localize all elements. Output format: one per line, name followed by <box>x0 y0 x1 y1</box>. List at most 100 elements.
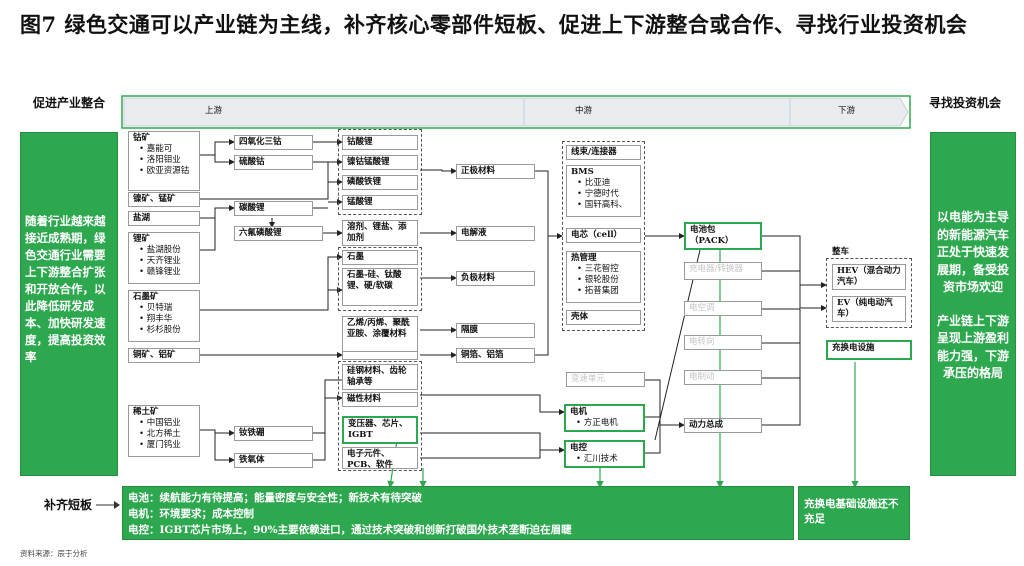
charging-shortage-panel: 充换电基础设施还不充足 <box>798 486 910 540</box>
graphite-material: 石墨 <box>342 250 418 265</box>
silicon-steel: 硅钢材料、齿轮轴承等 <box>342 364 418 390</box>
right-panel: 以电能为主导的新能源汽车正处于快速发展期，备受投资市场欢迎 产业链上下游呈现上游… <box>930 132 1016 476</box>
list-item: 厦门钨业 <box>146 440 181 450</box>
battery-pack-line1: 电池包 <box>690 225 716 235</box>
controller-box: 电控 • 汇川技术 <box>564 440 645 468</box>
electrolyte: 电解液 <box>456 226 535 241</box>
list-item: 嘉能可 <box>146 144 173 154</box>
controller-title: 电控 <box>570 443 588 453</box>
shell: 壳体 <box>566 310 641 325</box>
electric-ac: 电空调 <box>684 301 762 316</box>
vehicle-title: 整车 <box>832 247 850 257</box>
copper-aluminum-mine: 铜矿、铝矿 <box>128 348 200 363</box>
magnetic-material: 磁性材料 <box>342 392 418 407</box>
cathode-material: 正极材料 <box>456 164 535 179</box>
list-item: 方正电机 <box>583 418 618 428</box>
band-midstream: 中游 <box>575 106 593 116</box>
list-item: 杉杉股份 <box>146 325 181 335</box>
rare-earth-mine-title: 稀土矿 <box>133 407 159 417</box>
list-item: 宁德时代 <box>584 189 619 199</box>
lithium-cobaltate: 钴酸锂 <box>342 135 418 150</box>
shortboard-line-motor: 电机：环境要求；成本控制 <box>128 508 254 520</box>
battery-pack: 电池包 （PACK） <box>684 222 762 250</box>
motor-box: 电机 • 方正电机 <box>564 404 645 432</box>
ndfeb: 钕铁硼 <box>234 426 313 441</box>
list-item: 银轮股份 <box>584 275 619 285</box>
lithium-hexafluorophosphate: 六氟磷酸锂 <box>234 226 323 241</box>
shortboard-label: 补齐短板 <box>43 498 92 512</box>
lithium-mine-title: 锂矿 <box>133 234 151 244</box>
source-note: 资料来源：辰于分析 <box>20 549 88 558</box>
list-item: 比亚迪 <box>584 178 611 188</box>
hev-vehicle: HEV（混合动力汽车） <box>832 264 906 290</box>
thermal-management-box: 热管理 • 三花智控 • 银轮股份 • 拓普集团 <box>566 251 641 303</box>
list-item: 天齐锂业 <box>146 256 181 266</box>
cobalt-tetroxide: 四氧化三钴 <box>234 135 313 150</box>
gearbox-unit: 变速单元 <box>566 372 645 387</box>
right-panel-heading: 寻找投资机会 <box>928 96 1001 110</box>
list-item: 北方稀土 <box>146 429 181 439</box>
cathode-materials-group <box>338 129 422 215</box>
salt-lake: 盐湖 <box>128 211 200 226</box>
list-item: 赣锋锂业 <box>146 267 181 277</box>
band-upstream: 上游 <box>205 106 223 116</box>
page-title: 图7 绿色交通可以产业链为主线，补齐核心零部件短板、促进上下游整合或合作、寻找行… <box>20 12 968 37</box>
motor-title: 电机 <box>570 407 588 417</box>
anode-material: 负极材料 <box>456 271 535 286</box>
graphite-mine-box: 石墨矿 • 贝特瑞 • 翔丰华 • 杉杉股份 <box>128 290 200 342</box>
cobalt-mine-title: 钴矿 <box>133 133 151 143</box>
list-item: 国轩高科、 <box>584 200 628 210</box>
electronics: 电子元件、PCB、软件 <box>342 447 418 469</box>
right-panel-text-1: 以电能为主导的新能源汽车正处于快速发展期，备受投资市场欢迎 <box>936 210 1009 294</box>
list-item: 洛阳钼业 <box>146 155 181 165</box>
ferrite: 铁氧体 <box>234 453 313 468</box>
battery-cell: 电芯（cell） <box>566 228 641 243</box>
thermal-title: 热管理 <box>571 253 597 263</box>
separator: 隔膜 <box>456 323 535 338</box>
graphite-mine-title: 石墨矿 <box>133 292 159 302</box>
rare-earth-mine-box: 稀土矿 • 中国铝业 • 北方稀土 • 厦门钨业 <box>128 405 200 457</box>
anode-materials-group <box>338 247 422 311</box>
cobalt-mine-box: 钴矿 • 嘉能可 • 洛阳钼业 • 欧亚资源钴 <box>128 131 200 191</box>
vehicle-group <box>826 258 912 328</box>
right-panel-text-2: 产业链上下游呈现上游盈利能力强，下游承压的格局 <box>936 313 1009 381</box>
shortboard-line-battery: 电池：续航能力有待提高；能量密度与安全性；新技术有待突破 <box>128 492 422 504</box>
electric-brake: 电制动 <box>684 370 762 385</box>
lfp: 磷酸铁锂 <box>342 175 418 190</box>
graphite-si-material: 石墨-硅、钛酸锂、硬/软碳 <box>342 268 418 306</box>
list-item: 拓普集团 <box>584 286 619 296</box>
copper-aluminum-foil: 铜箔、铝箔 <box>456 348 535 363</box>
lithium-mine-box: 锂矿 • 盐湖股份 • 天齐锂业 • 赣锋锂业 <box>128 232 200 284</box>
bms-box: BMS • 比亚迪 • 宁德时代 • 国轩高科、 <box>566 165 641 217</box>
powertrain: 动力总成 <box>684 418 762 433</box>
battery-pack-line2: （PACK） <box>690 236 734 246</box>
shortboard-panel: 电池：续航能力有待提高；能量密度与安全性；新技术有待突破 电机：环境要求；成本控… <box>122 486 794 540</box>
charger-converter: 充电器/转换器 <box>684 262 762 280</box>
list-item: 中国铝业 <box>146 418 181 428</box>
left-panel: 随着行业越来越接近成熟期，绿色交通行业需要上下游整合扩张和开放合作，以此降低研发… <box>20 132 118 476</box>
list-item: 三花智控 <box>584 264 619 274</box>
list-item: 汇川技术 <box>583 454 618 464</box>
left-panel-text: 随着行业越来越接近成熟期，绿色交通行业需要上下游整合扩张和开放合作，以此降低研发… <box>25 214 106 364</box>
lithium-carbonate: 碳酸锂 <box>234 201 313 216</box>
shortboard-line-controller: 电控：IGBT芯片市场上，90%主要依赖进口，通过技术突破和创新打破国外技术垄断… <box>128 524 572 536</box>
separator-materials: 乙烯/丙烯、聚酰亚胺、涂覆材料 <box>342 316 418 352</box>
bms-title: BMS <box>571 167 594 177</box>
ev-vehicle: EV（纯电动汽车） <box>832 296 906 322</box>
cell-group <box>562 141 645 331</box>
cobalt-sulfate: 硫酸钴 <box>234 155 313 170</box>
list-item: 欧亚资源钴 <box>146 166 190 176</box>
separator-spacer <box>342 352 418 360</box>
nmc: 镍钴锰酸锂 <box>342 155 418 170</box>
electric-steering: 电转向 <box>684 335 762 350</box>
list-item: 盐湖股份 <box>146 245 181 255</box>
electrolyte-solvent: 溶剂、锂盐、添加剂 <box>342 220 418 246</box>
harness-connector: 线束/连接器 <box>566 145 641 160</box>
motor-materials-group <box>338 361 422 471</box>
lmo: 锰酸锂 <box>342 195 418 210</box>
power-semiconductors: 变压器、芯片、IGBT <box>342 416 418 444</box>
band-downstream: 下游 <box>838 106 856 116</box>
left-panel-heading: 促进产业整合 <box>32 96 105 110</box>
nickel-manganese-mine: 镍矿、锰矿 <box>128 192 200 207</box>
